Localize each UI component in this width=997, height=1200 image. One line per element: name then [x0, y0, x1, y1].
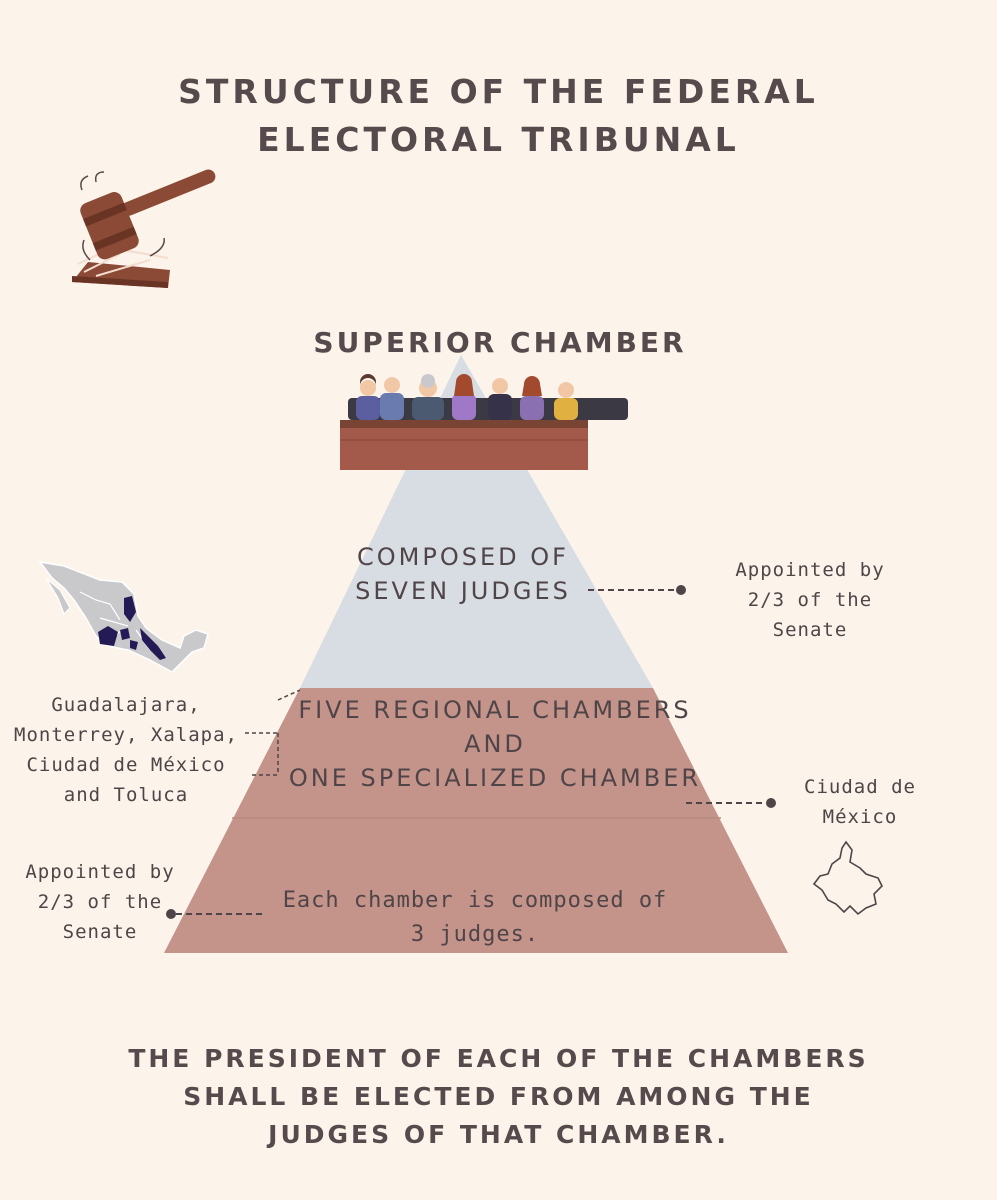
cdmx-outline-icon: [812, 840, 883, 916]
regional-appointment-note: Appointed by 2/3 of the Senate: [25, 861, 175, 943]
regional-composition: Each chamber is composed of 3 judges.: [282, 888, 668, 947]
superior-chamber-heading: SUPERIOR CHAMBER: [313, 326, 687, 359]
judges-bench-icon: [340, 374, 628, 470]
pyramid-top-tier: [300, 355, 653, 688]
connector-specialized-location: [686, 798, 776, 808]
gavel-icon: [72, 169, 216, 288]
connector-regional-locations: [245, 689, 301, 776]
superior-appointment-note: Appointed by 2/3 of the Senate: [735, 559, 885, 641]
connector-superior-appointment: [588, 585, 686, 595]
specialized-location-note: Ciudad de México: [804, 776, 916, 828]
page-title: Structure of the Federal Electoral Tribu…: [178, 72, 819, 159]
pyramid-bottom-tier: [164, 688, 788, 953]
regional-chambers-heading: FIVE REGIONAL CHAMBERS AND ONE SPECIALIZ…: [288, 696, 702, 792]
footer-note: THE PRESIDENT OF EACH OF THE CHAMBERS SH…: [128, 1044, 869, 1149]
superior-composition: COMPOSED OF SEVEN JUDGES: [355, 543, 571, 605]
mexico-map-icon: [38, 560, 209, 673]
connector-regional-appointment: [166, 909, 262, 919]
regional-locations-note: Guadalajara, Monterrey, Xalapa, Ciudad d…: [14, 694, 238, 806]
